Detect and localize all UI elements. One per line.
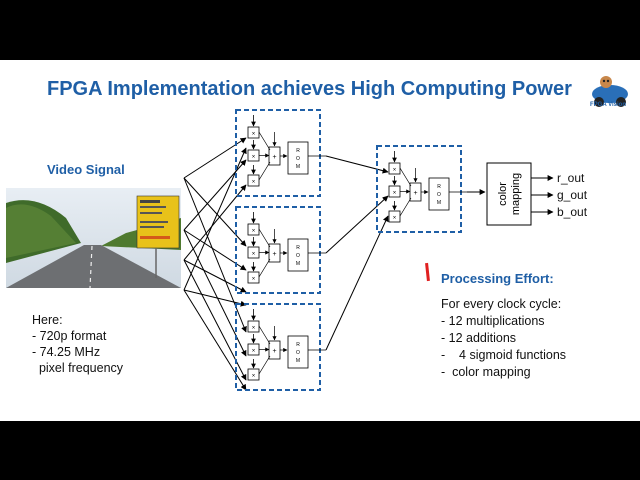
logo-text: FPGA Vision: [590, 102, 627, 108]
effort-line: - 12 additions: [441, 331, 517, 345]
output-b: b_out: [557, 205, 588, 219]
color-mapping-label: colormapping: [497, 173, 522, 215]
here-line: pixel frequency: [32, 361, 124, 375]
here-line: - 74.25 MHz: [32, 345, 101, 359]
processing-effort-title: Processing Effort:: [441, 271, 554, 286]
architecture-diagram: × × × + R O M: [183, 60, 554, 421]
effort-line: For every clock cycle:: [441, 297, 562, 311]
video-frame-image: [6, 188, 181, 288]
color-mapping-block: [486, 162, 532, 226]
output-r: r_out: [557, 171, 585, 185]
neuron-2: [236, 207, 326, 293]
video-signal-label: Video Signal: [47, 162, 125, 177]
here-notes: Here: - 720p format - 74.25 MHz pixel fr…: [32, 312, 123, 376]
neuron-3: [236, 304, 326, 390]
here-line: Here:: [32, 313, 63, 327]
page-title: FPGA Implementation achieves High Comput…: [47, 78, 572, 100]
here-line: - 720p format: [32, 329, 107, 343]
neuron-output: [377, 146, 467, 232]
processing-effort-list: For every clock cycle: - 12 multiplicati…: [441, 296, 566, 381]
output-g: g_out: [557, 188, 588, 202]
fpga-vision-logo: [592, 76, 628, 107]
slide: FPGA Implementation achieves High Comput…: [0, 60, 640, 421]
effort-line: - 12 multiplications: [441, 314, 545, 328]
effort-line: - 4 sigmoid functions: [441, 348, 567, 362]
effort-line: - color mapping: [441, 365, 531, 379]
neuron-1: [236, 110, 326, 196]
